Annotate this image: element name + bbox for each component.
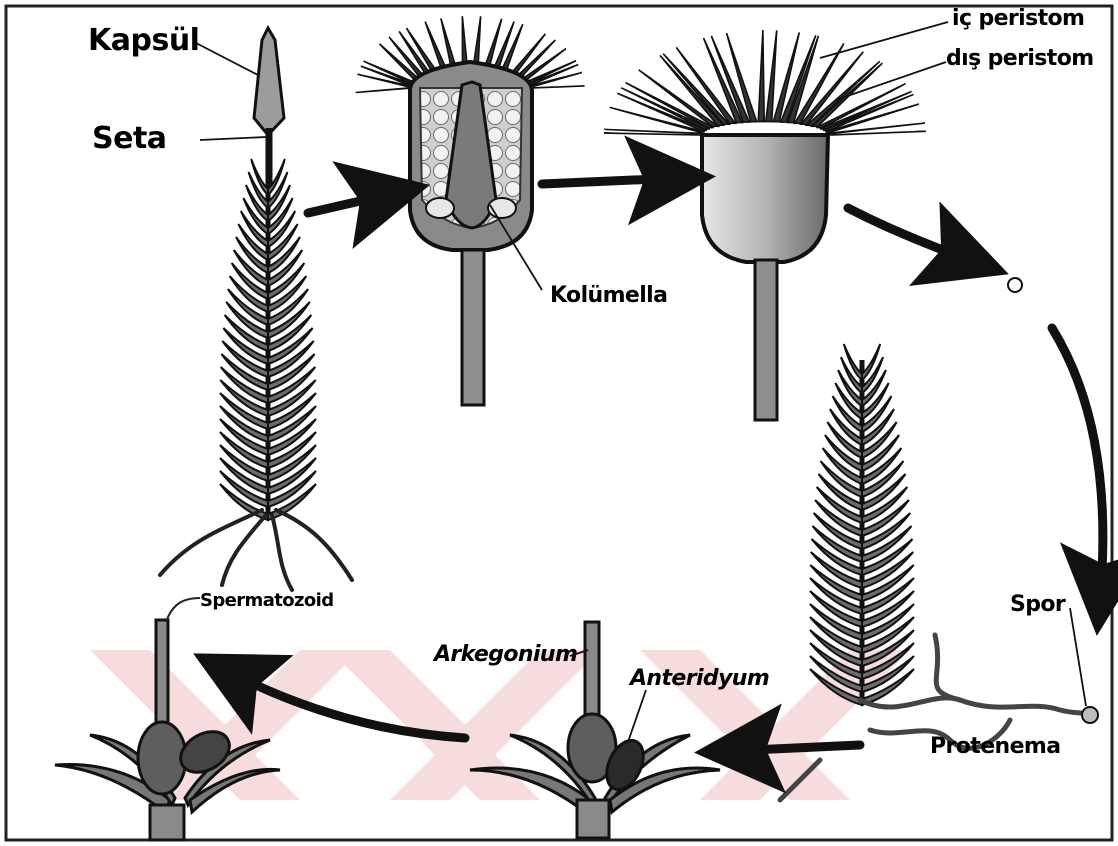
open-capsule-stalk bbox=[755, 260, 777, 420]
label-protenema: Protenema bbox=[930, 736, 1060, 758]
capsule-cross-section bbox=[356, 16, 585, 405]
arrow-1 bbox=[308, 193, 395, 213]
leaf bbox=[251, 159, 268, 195]
arrow-5 bbox=[730, 745, 860, 751]
label-spermatozoid: Spermatozoid bbox=[200, 592, 334, 610]
archegonium-neck bbox=[585, 622, 599, 722]
label-dis-peristom: dış peristom bbox=[946, 48, 1094, 70]
leaf bbox=[862, 344, 880, 380]
leafy-gametophyte-stem bbox=[220, 159, 316, 520]
spermatozoid-trail bbox=[166, 598, 200, 622]
archegonium-venter-6 bbox=[138, 722, 186, 794]
open-capsule-body bbox=[702, 135, 828, 262]
label-seta: Seta bbox=[92, 124, 167, 154]
peristome-tooth bbox=[758, 30, 764, 122]
capsule-stalk bbox=[462, 250, 484, 405]
germinating-spore bbox=[1082, 707, 1098, 723]
archegonium-neck-6 bbox=[156, 620, 168, 730]
leader-lines bbox=[196, 22, 1086, 742]
label-spor: Spor bbox=[1010, 594, 1065, 616]
arrow-2 bbox=[542, 178, 680, 184]
label-arkegonium: Arkegonium bbox=[434, 644, 577, 666]
label-kapsul: Kapsül bbox=[88, 26, 199, 56]
arrow-3 bbox=[848, 208, 975, 262]
arrow-4 bbox=[1052, 328, 1103, 600]
label-ic-peristom: iç peristom bbox=[952, 8, 1084, 30]
rhizoids bbox=[160, 510, 352, 590]
plant-base-5 bbox=[577, 800, 609, 838]
peristome-tooth bbox=[356, 88, 413, 92]
label-anteridyum: Anteridyum bbox=[630, 668, 769, 690]
peristome-tooth bbox=[766, 30, 777, 121]
capsule bbox=[254, 28, 284, 135]
leaf bbox=[844, 344, 862, 380]
peristome-teeth-open bbox=[604, 30, 926, 135]
label-kolumella: Kolümella bbox=[550, 285, 667, 307]
released-spore bbox=[1008, 278, 1022, 292]
plant-base-6 bbox=[150, 805, 184, 840]
sporophyte-plant bbox=[160, 28, 352, 590]
